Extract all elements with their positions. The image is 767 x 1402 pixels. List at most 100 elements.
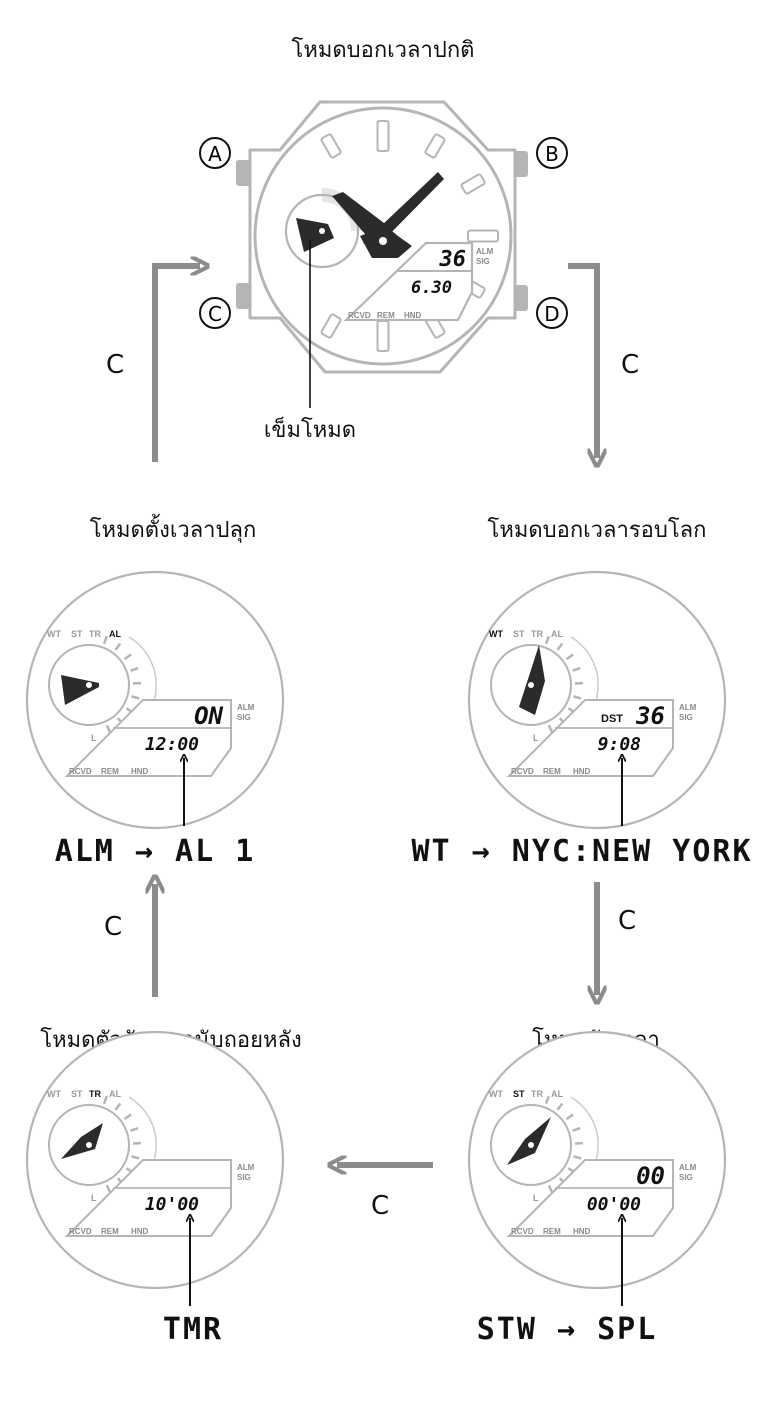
- transition-label-c-1: C: [106, 350, 125, 380]
- rem-indicator: REM: [377, 311, 395, 320]
- button-a-label: A: [208, 142, 222, 166]
- hour-index: [467, 229, 499, 243]
- lcd-top-value: 36: [439, 247, 467, 272]
- timer-rem-indicator: REM: [101, 1227, 119, 1236]
- lcd-bottom-value: 6.30: [411, 278, 452, 298]
- alm-indicator: ALM: [476, 247, 494, 256]
- timer-mark-al: AL: [109, 1089, 121, 1099]
- main-watch: 36 6.30 ALM SIG RCVD REM HND A B C D: [199, 100, 568, 408]
- title-world-time-mode: โหมดบอกเวลารอบโลก: [487, 518, 707, 543]
- timer-mark-wt: WT: [47, 1089, 61, 1099]
- stopwatch-mode-hand: [507, 1117, 551, 1165]
- world-time-lcd-panel: [506, 699, 674, 777]
- lcd-panel: [343, 241, 474, 322]
- world-time-mode-hand: [519, 645, 545, 715]
- world-time-rem-indicator: REM: [543, 767, 561, 776]
- stopwatch-mark-wt: WT: [489, 1089, 503, 1099]
- alarm-rcvd-indicator: RCVD: [69, 767, 92, 776]
- hnd-indicator: HND: [404, 311, 422, 320]
- hour-index: [376, 320, 390, 352]
- rcvd-indicator: RCVD: [348, 311, 371, 320]
- timer-hnd-indicator: HND: [131, 1227, 149, 1236]
- button-a-pusher[interactable]: [236, 160, 250, 186]
- stopwatch-mark-l: L: [533, 1193, 539, 1203]
- timer-mode-watch: WTSTTRALLMHALMSIGRCVDREMHND10'00: [25, 1030, 285, 1306]
- stopwatch-display-text: STW → SPL: [476, 1312, 658, 1347]
- hour-hand: [332, 192, 388, 242]
- alarm-mark-al: AL: [109, 629, 121, 639]
- alarm-mark-wt: WT: [47, 629, 61, 639]
- timer-sig-indicator: SIG: [237, 1173, 251, 1182]
- alarm-mark-st: ST: [71, 629, 83, 639]
- hour-index: [424, 133, 446, 159]
- hour-index: [460, 173, 486, 195]
- world-time-rcvd-indicator: RCVD: [511, 767, 534, 776]
- timer-alm-indicator: ALM: [237, 1163, 255, 1172]
- world-time-lcd-tag: DST: [601, 713, 623, 725]
- transition-label-c-2: C: [621, 350, 640, 380]
- timer-lcd-bottom: 10'00: [145, 1194, 199, 1215]
- title-timekeeping-mode: โหมดบอกเวลาปกติ: [291, 38, 475, 63]
- transition-label-c-5: C: [371, 1191, 390, 1221]
- stopwatch-rcvd-indicator: RCVD: [511, 1227, 534, 1236]
- timer-mode-hand: [61, 1123, 103, 1159]
- alarm-mode-watch: WTSTTRALLMHALMSIGRCVDREMHNDON12:00: [25, 570, 285, 830]
- stopwatch-lcd-panel: [506, 1159, 674, 1237]
- hour-index: [320, 313, 342, 339]
- timer-display-text: TMR: [162, 1312, 224, 1347]
- world-time-lcd-bottom: 9:08: [598, 734, 641, 755]
- stopwatch-rem-indicator: REM: [543, 1227, 561, 1236]
- stopwatch-hnd-indicator: HND: [573, 1227, 591, 1236]
- world-time-mark-st: ST: [513, 629, 525, 639]
- button-b-label: B: [545, 142, 559, 166]
- stopwatch-mark-al: AL: [551, 1089, 563, 1099]
- timer-rcvd-indicator: RCVD: [69, 1227, 92, 1236]
- alarm-lcd-panel: [64, 699, 232, 777]
- button-b-pusher[interactable]: [514, 151, 528, 177]
- arrow-alarm-to-timekeeping: [152, 266, 200, 462]
- alarm-mark-tr: TR: [89, 629, 101, 639]
- alarm-mark-l: L: [91, 733, 97, 743]
- button-c-pusher[interactable]: [236, 283, 250, 309]
- timer-mark-st: ST: [71, 1089, 83, 1099]
- button-d-pusher[interactable]: [514, 285, 528, 311]
- world-time-mark-wt: WT: [489, 629, 503, 639]
- stopwatch-mode-watch: WTSTTRALLMHALMSIGRCVDREMHND0000'00: [467, 1030, 727, 1306]
- world-time-mark-tr: TR: [531, 629, 543, 639]
- alarm-lcd-bottom: 12:00: [145, 734, 199, 755]
- sig-indicator: SIG: [476, 257, 490, 266]
- stopwatch-alm-indicator: ALM: [679, 1163, 697, 1172]
- button-c-label: C: [208, 302, 222, 326]
- world-time-hnd-indicator: HND: [573, 767, 591, 776]
- alarm-alm-indicator: ALM: [237, 703, 255, 712]
- transition-label-c-4: C: [104, 912, 123, 942]
- timer-mark-l: L: [91, 1193, 97, 1203]
- button-d-label: D: [544, 302, 559, 326]
- world-time-alm-indicator: ALM: [679, 703, 697, 712]
- hour-index: [320, 133, 342, 159]
- stopwatch-lcd-top: 00: [636, 1162, 665, 1190]
- arrow-timekeeping-to-world-time: [568, 263, 597, 458]
- stopwatch-sig-indicator: SIG: [679, 1173, 693, 1182]
- timer-mark-tr: TR: [89, 1089, 101, 1099]
- world-time-mode-watch: WTSTTRALLMHALMSIGRCVDREMHND36DST9:08: [467, 570, 727, 830]
- mode-hand-label: เข็มโหมด: [263, 418, 357, 443]
- mode-transition-arrows: [155, 266, 597, 1165]
- alarm-display-text: ALM → AL 1: [54, 834, 256, 869]
- alarm-rem-indicator: REM: [101, 767, 119, 776]
- title-alarm-mode: โหมดตั้งเวลาปลุก: [89, 518, 257, 543]
- stopwatch-mark-st: ST: [513, 1089, 525, 1099]
- hour-index: [376, 120, 390, 152]
- mode-hand: [296, 218, 334, 252]
- stopwatch-mark-tr: TR: [531, 1089, 543, 1099]
- world-time-mark-al: AL: [551, 629, 563, 639]
- world-time-sig-indicator: SIG: [679, 713, 693, 722]
- world-time-lcd-top: 36: [635, 702, 665, 730]
- world-time-display-text: WT → NYC:NEW YORK: [411, 834, 753, 869]
- alarm-hnd-indicator: HND: [131, 767, 149, 776]
- alarm-sig-indicator: SIG: [237, 713, 251, 722]
- world-time-mark-l: L: [533, 733, 539, 743]
- stopwatch-lcd-bottom: 00'00: [587, 1194, 641, 1215]
- alarm-lcd-top: ON: [194, 702, 223, 730]
